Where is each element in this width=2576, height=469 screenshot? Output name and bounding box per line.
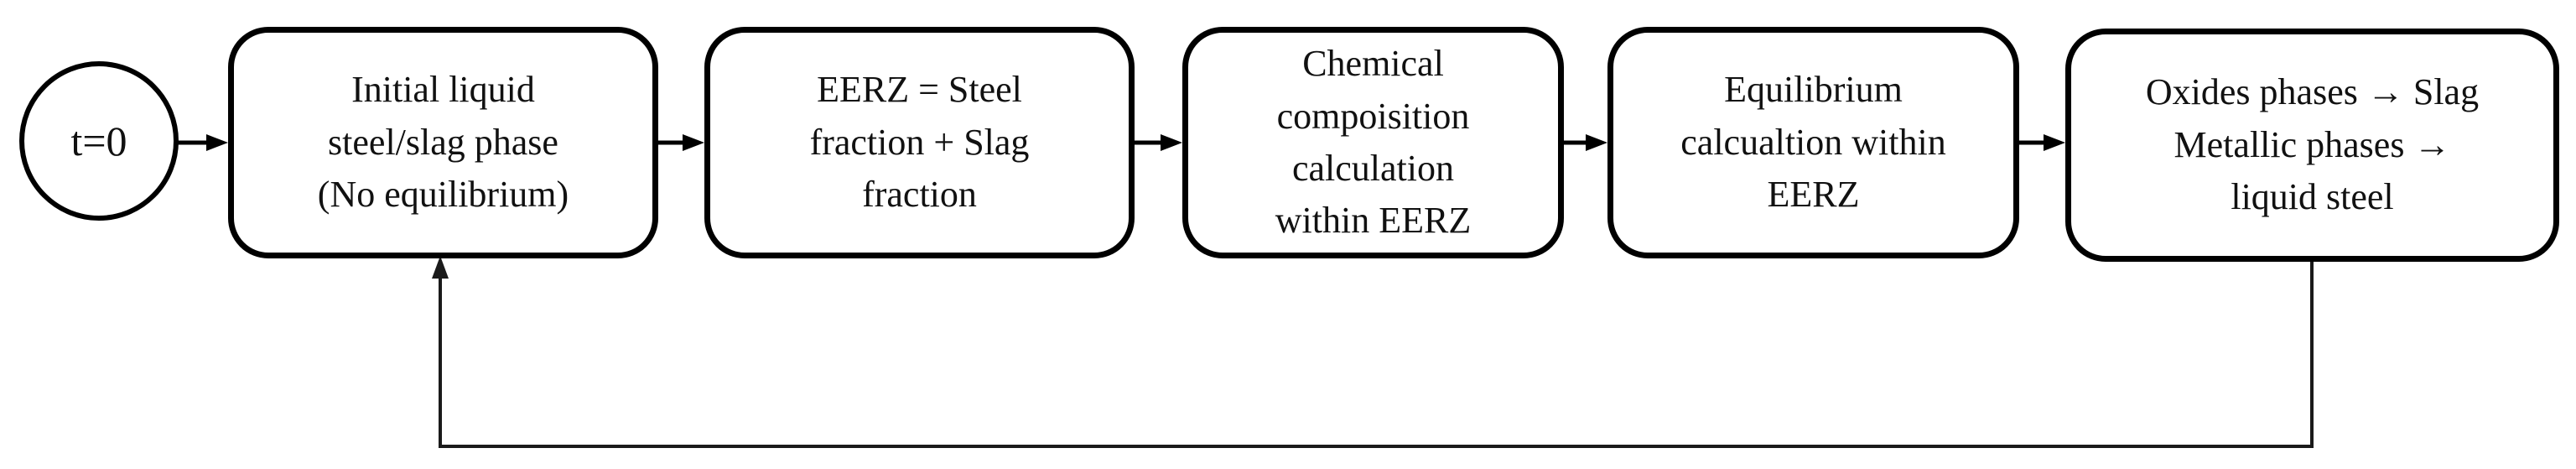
flow-box-initial-phase: Initial liquid steel/slag phase (No equi… bbox=[228, 27, 658, 258]
arrowhead-right-icon bbox=[206, 134, 228, 151]
arrow-composition-to-equilibrium bbox=[1562, 134, 1607, 151]
flow-box-equilibrium-calculation: Equilibrium calcualtion within EERZ bbox=[1607, 27, 2019, 258]
start-node-circle: t=0 bbox=[19, 61, 179, 221]
flow-box-chemical-composition: Chemical compoisition calculation within… bbox=[1182, 27, 1564, 258]
feedback-loop-arrow bbox=[432, 256, 2314, 448]
arrowhead-right-icon bbox=[1586, 134, 1607, 151]
arrow-start-to-initial bbox=[177, 134, 228, 151]
arrow-eerz-to-composition bbox=[1133, 134, 1182, 151]
arrowhead-up-icon bbox=[432, 256, 449, 279]
arrowhead-right-icon bbox=[683, 134, 704, 151]
flow-box-phase-assignment: Oxides phases → Slag Metallic phases → l… bbox=[2065, 29, 2559, 262]
arrowhead-right-icon bbox=[2044, 134, 2065, 151]
arrowhead-right-icon bbox=[1161, 134, 1182, 151]
arrow-equilibrium-to-phases bbox=[2018, 134, 2065, 151]
arrow-initial-to-eerz bbox=[657, 134, 704, 151]
flow-box-eerz-definition: EERZ = Steel fraction + Slag fraction bbox=[704, 27, 1135, 258]
